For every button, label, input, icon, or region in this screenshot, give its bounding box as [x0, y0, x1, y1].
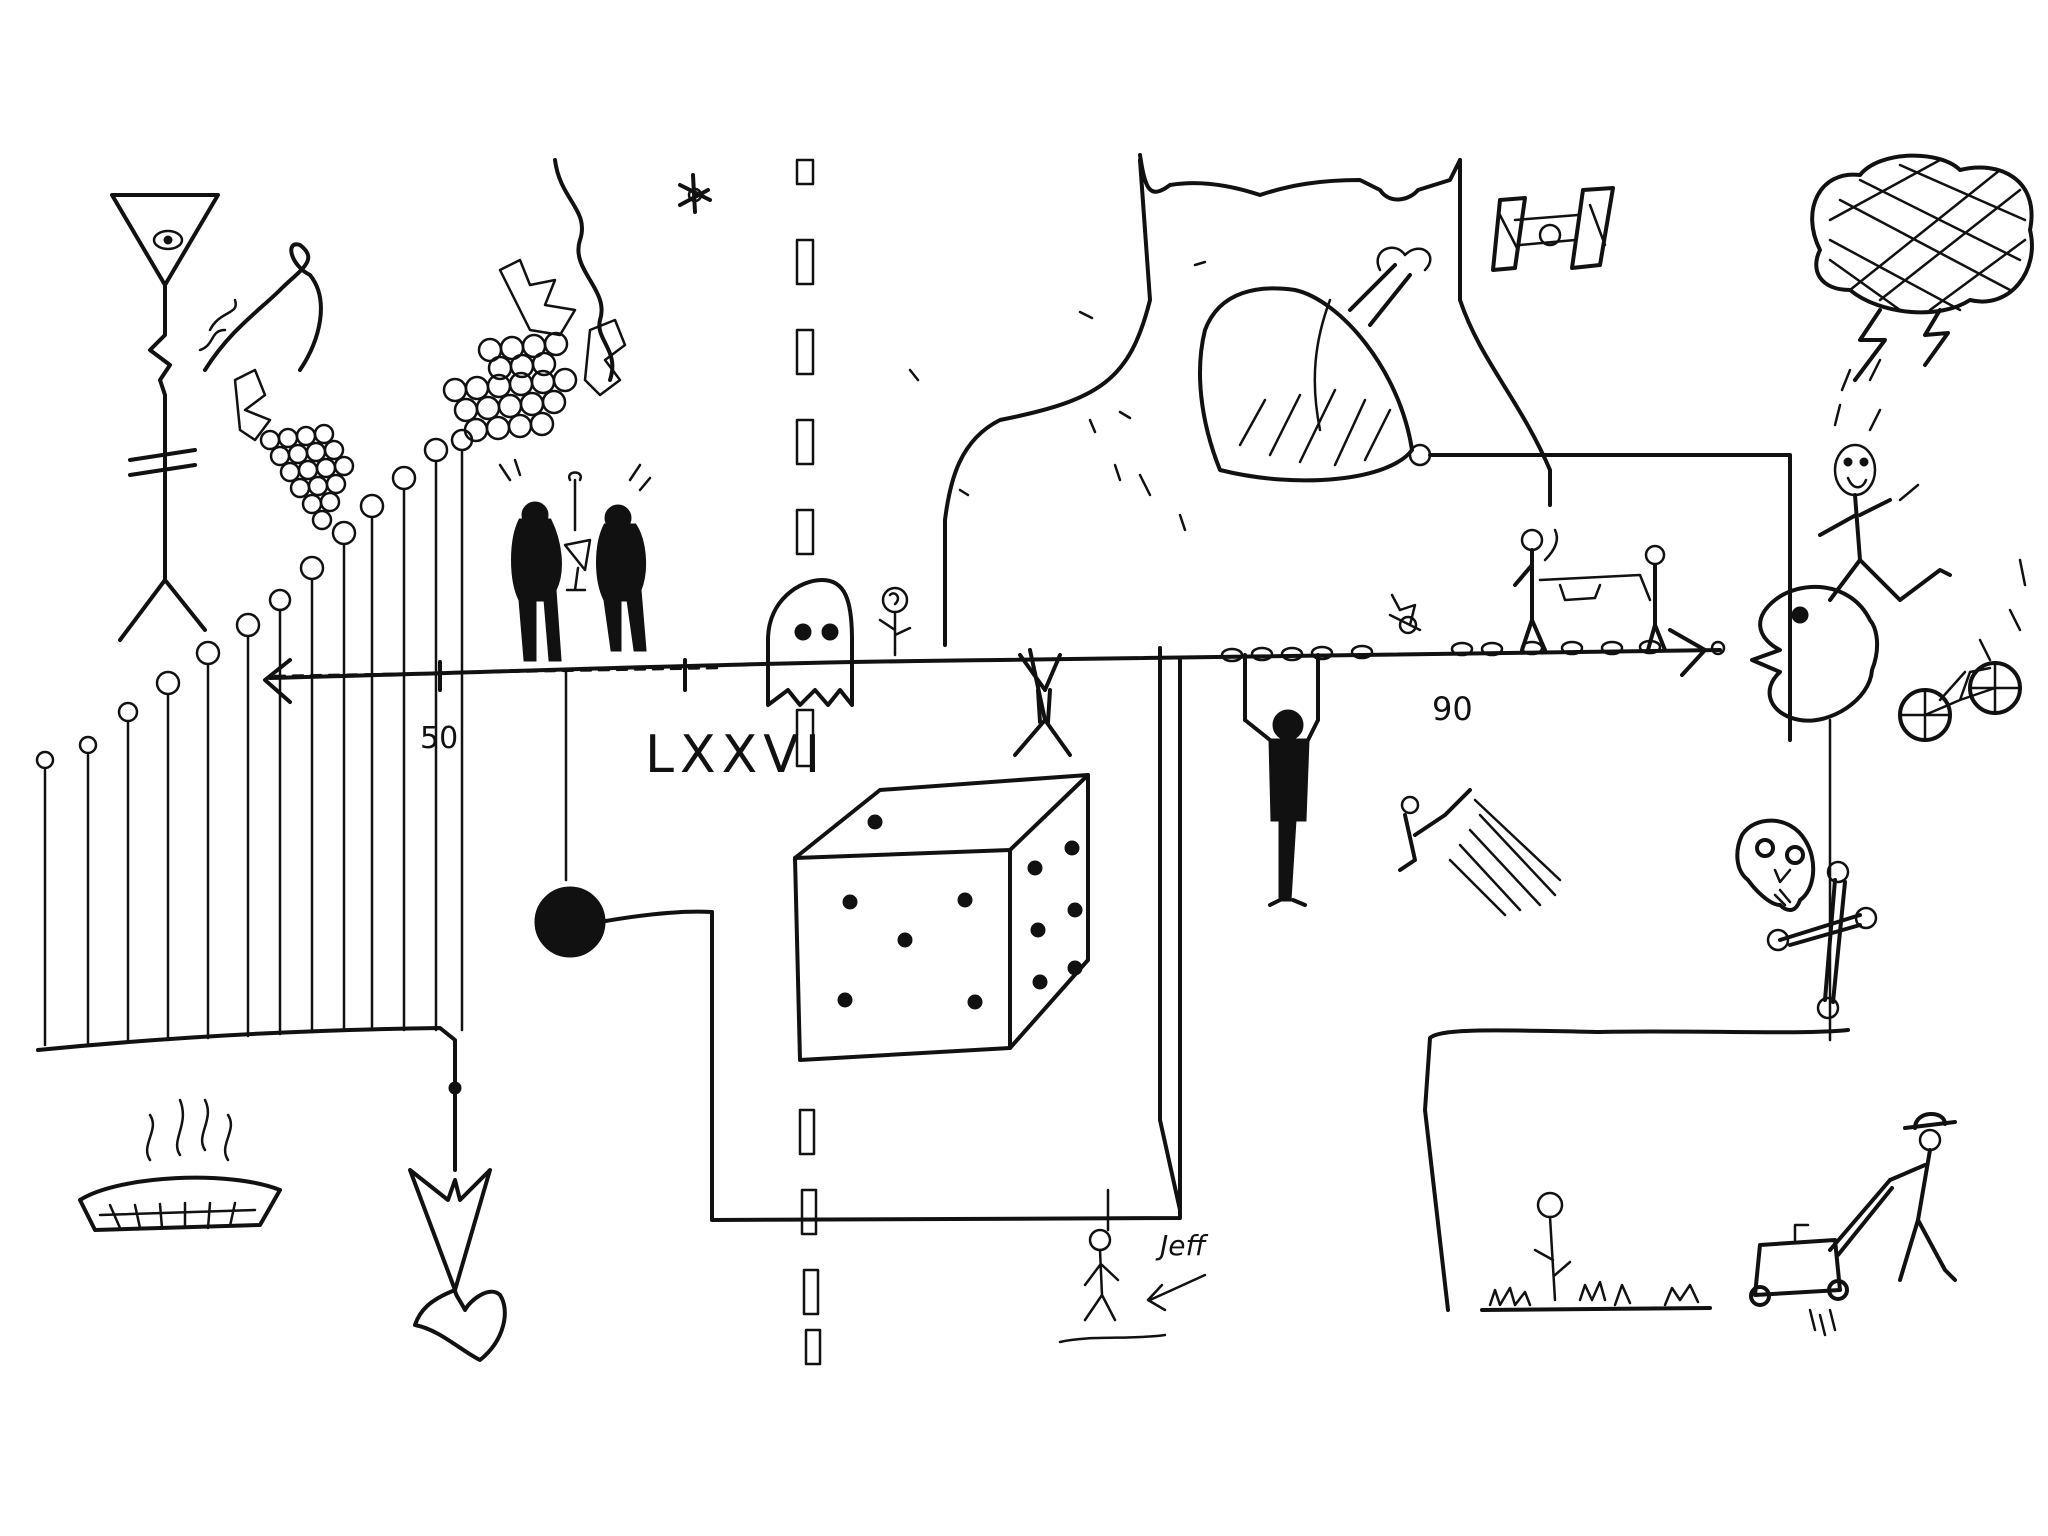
road-center-line: [795, 158, 822, 1366]
jeff-figure: Jeff: [1058, 1188, 1208, 1344]
hanging-figure: [1013, 648, 1072, 757]
grapevine-center: [442, 158, 627, 443]
grapevine-left: [198, 242, 355, 531]
star-small: [678, 173, 712, 214]
jeff-label: Jeff: [1155, 1229, 1208, 1262]
timeline: 50 LXXVI 90: [263, 628, 1722, 785]
lollipop-stems: [35, 428, 474, 1092]
flower-and-grass: [1480, 1191, 1712, 1312]
pendulum-ball: [534, 658, 1182, 1222]
couple-right: [1513, 528, 1667, 652]
bicycle-icon: [1898, 558, 2027, 742]
storm-cloud-icon: [1810, 153, 2034, 392]
timeline-label-roman: LXXVI: [645, 725, 826, 785]
dice-cube: [793, 773, 1090, 1062]
right-path: [1423, 1028, 1850, 1312]
couple-toasting: [498, 458, 652, 662]
sweeper-figure: [1398, 788, 1562, 917]
pacman-ghost: [766, 578, 854, 707]
rose-small: [878, 586, 912, 657]
balloon-head-man: [1818, 403, 1952, 602]
skull-crossbones-icon: [1735, 818, 1878, 1020]
man-hanging-bar: [1243, 653, 1320, 907]
small-bird: [1388, 593, 1422, 635]
martini-glass-figure: [110, 193, 220, 642]
grape-cluster-center: [442, 331, 578, 443]
scattered-marks: [908, 260, 1207, 532]
steaming-pie: [78, 1098, 282, 1232]
timeline-label-90: 90: [1432, 690, 1473, 728]
satellite-icon: [1491, 186, 1615, 272]
chain-beads: [1220, 639, 1726, 663]
lawn-mower-man: [1749, 1112, 1957, 1337]
timeline-label-50: 50: [420, 721, 458, 756]
pacman-icon: [1750, 584, 1879, 1042]
roast-drumstick: [1198, 246, 1792, 742]
grape-cluster-left: [259, 423, 355, 531]
arrow-to-heart: [408, 1081, 507, 1362]
